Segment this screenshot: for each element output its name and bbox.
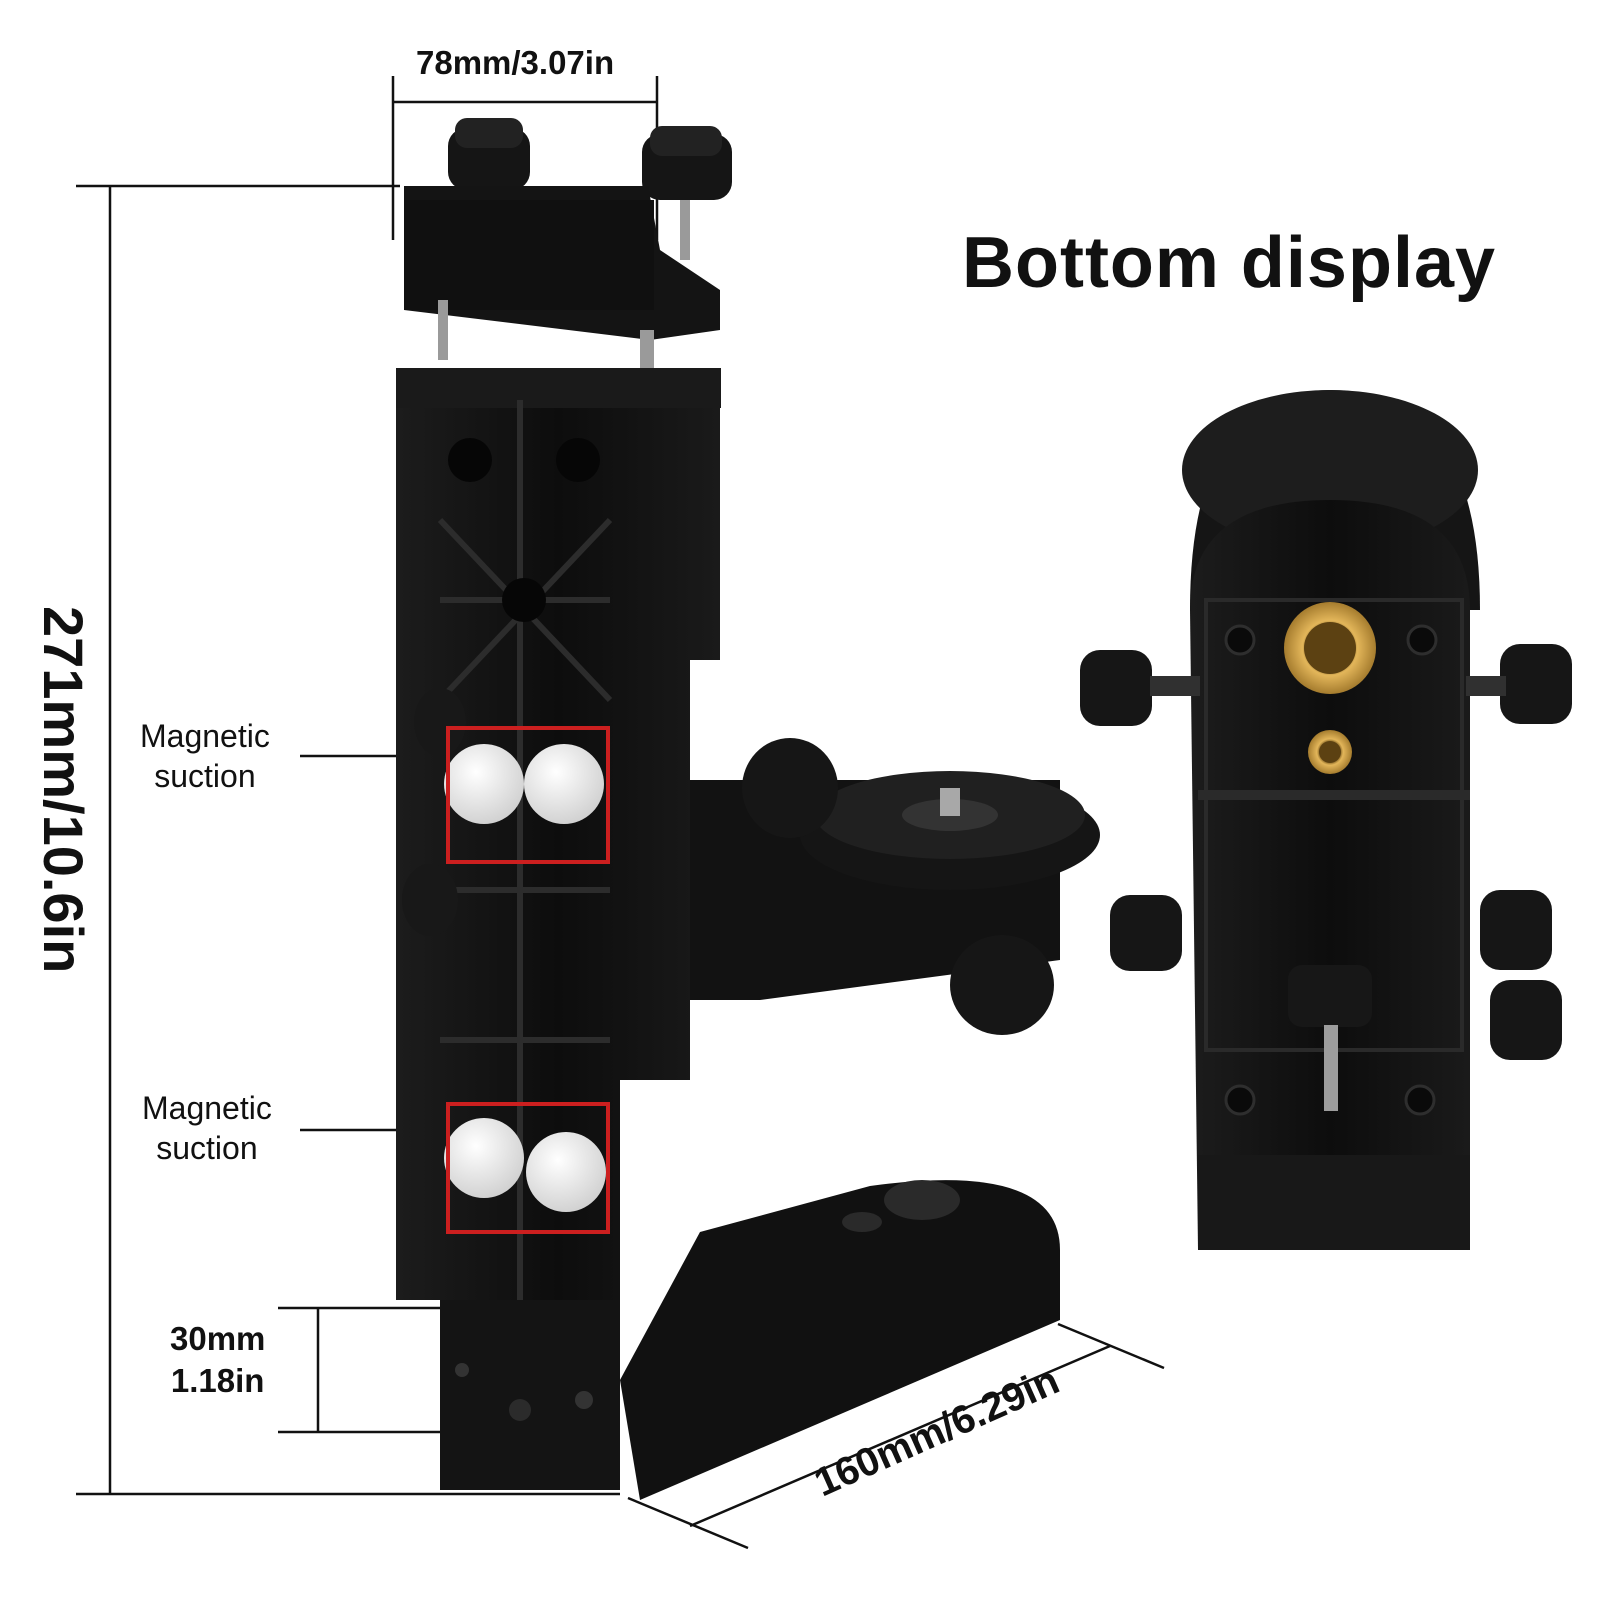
base-height-in: 1.18in bbox=[170, 1362, 265, 1399]
base-height-dimension: 30mm 1.18in bbox=[170, 1318, 265, 1402]
magnets-lower bbox=[444, 1102, 610, 1234]
magnets-upper bbox=[444, 726, 610, 864]
callout-line-1: Magnetic bbox=[142, 1090, 272, 1126]
bracket-bottom-view bbox=[1080, 390, 1572, 1250]
height-dimension: 271mm/10.6in bbox=[32, 606, 95, 974]
top-width-dimension: 78mm/3.07in bbox=[416, 44, 615, 81]
base-height-mm: 30mm bbox=[170, 1320, 266, 1357]
callout-line-2: suction bbox=[154, 758, 256, 794]
magnetic-suction-callout-lower: Magnetic suction bbox=[142, 1088, 272, 1168]
magnetic-suction-callout-upper: Magnetic suction bbox=[140, 716, 270, 796]
bracket-left-view bbox=[396, 118, 1100, 1500]
page-title: Bottom display bbox=[962, 223, 1497, 303]
callout-line-1: Magnetic bbox=[140, 718, 270, 754]
callout-line-2: suction bbox=[156, 1130, 258, 1166]
